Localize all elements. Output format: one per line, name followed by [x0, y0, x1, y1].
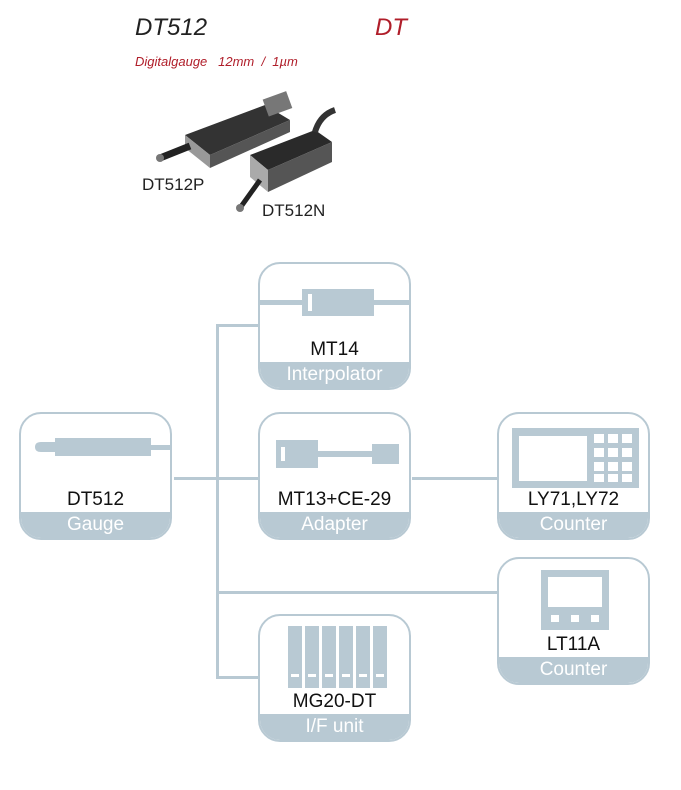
- node-gauge[interactable]: DT512 Gauge: [19, 412, 172, 540]
- node-category: Gauge: [21, 512, 170, 538]
- node-name: LT11A: [546, 634, 601, 655]
- node-category: Adapter: [260, 512, 409, 538]
- node-category: Interpolator: [260, 362, 409, 388]
- node-if-unit[interactable]: MG20-DT I/F unit: [258, 614, 411, 742]
- connector-to-mg20: [216, 676, 260, 679]
- node-name: MG20-DT: [292, 691, 377, 712]
- node-counter-ly71[interactable]: LY71,LY72 Counter: [497, 412, 650, 540]
- counter-display-keypad-icon: [512, 428, 639, 488]
- product-title: DT512: [135, 14, 208, 41]
- node-interpolator[interactable]: MT14 Interpolator: [258, 262, 411, 390]
- node-category: Counter: [499, 512, 648, 538]
- node-name: DT512: [66, 489, 125, 510]
- counter-display-icon: [541, 570, 609, 630]
- connector-to-lt11a: [216, 591, 499, 594]
- node-category: I/F unit: [260, 714, 409, 740]
- product-photo: [156, 91, 337, 212]
- series-label: DT: [375, 14, 407, 41]
- rack-modules-icon: [288, 626, 387, 688]
- node-category: Counter: [499, 657, 648, 683]
- photo-label-dt512p: DT512P: [142, 175, 205, 194]
- node-counter-lt11a[interactable]: LT11A Counter: [497, 557, 650, 685]
- connector-gauge-adapter: [174, 477, 260, 480]
- node-adapter[interactable]: MT13+CE-29 Adapter: [258, 412, 411, 540]
- node-name: LY71,LY72: [527, 489, 620, 510]
- gauge-probe-icon: [35, 438, 170, 456]
- product-subtitle: Digitalgauge 12mm / 1µm: [135, 54, 298, 69]
- node-name: MT14: [310, 339, 359, 360]
- connector-to-mt14: [216, 324, 260, 327]
- connector-adapter-counter: [412, 477, 499, 480]
- adapter-cable-icon: [276, 440, 399, 468]
- photo-label-dt512n: DT512N: [262, 201, 326, 220]
- cable-interpolator-icon: [260, 289, 409, 316]
- node-name: MT13+CE-29: [277, 489, 392, 510]
- connector-vertical: [216, 324, 219, 678]
